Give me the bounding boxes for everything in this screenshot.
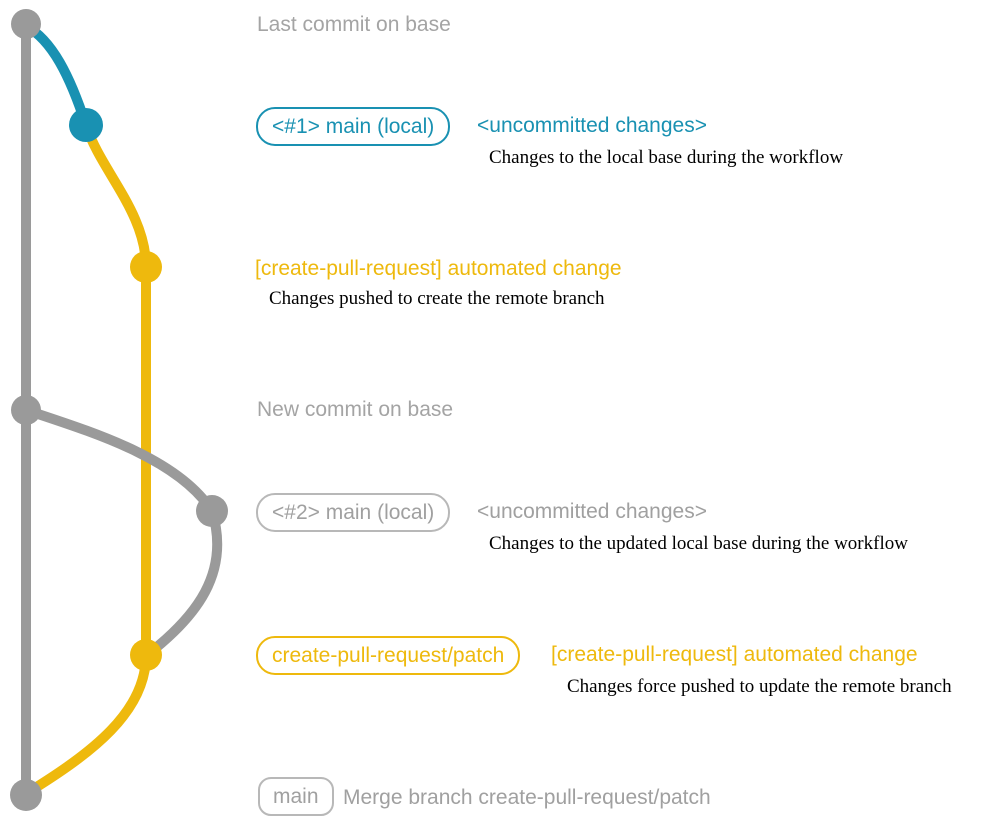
commit-dot-push-2 <box>130 639 162 671</box>
commit-dot-merge <box>10 779 42 811</box>
commit-dot-uncommitted-1 <box>69 108 103 142</box>
commit-title-automated-change-2: [create-pull-request] automated change <box>551 643 918 666</box>
branch-line-main-local-2-in <box>142 506 223 660</box>
commit-title-automated-change-1: [create-pull-request] automated change <box>255 257 622 280</box>
label-last-commit-on-base: Last commit on base <box>257 13 451 36</box>
label-new-commit-on-base: New commit on base <box>257 398 454 421</box>
branch-line-patch <box>22 120 151 798</box>
commit-title-uncommitted-1: <uncommitted changes> <box>477 114 707 137</box>
branch-badge-patch: create-pull-request/patch <box>256 636 521 675</box>
label-merge-branch: Merge branch create-pull-request/patch <box>343 786 711 809</box>
branch-graph <box>10 9 228 811</box>
commit-dot-last-base <box>11 9 41 39</box>
branch-badge-main-local-2: <#2> main (local) <box>256 493 451 532</box>
branch-badge-main-local-1: <#1> main (local) <box>256 107 451 146</box>
commit-caption-uncommitted-1: Changes to the local base during the wor… <box>489 147 844 168</box>
commit-dot-uncommitted-2 <box>196 495 228 527</box>
commit-caption-uncommitted-2: Changes to the updated local base during… <box>489 533 908 554</box>
branch-badge-main: main <box>258 777 334 816</box>
commit-dot-new-base <box>11 395 41 425</box>
commit-dot-push-1 <box>130 251 162 283</box>
commit-caption-automated-change-1: Changes pushed to create the remote bran… <box>269 288 605 309</box>
branch-line-main-local-2-out <box>21 405 217 516</box>
commit-title-uncommitted-2: <uncommitted changes> <box>477 500 707 523</box>
commit-caption-automated-change-2: Changes force pushed to update the remot… <box>567 676 952 697</box>
branch-line-main-local-1 <box>21 21 91 130</box>
